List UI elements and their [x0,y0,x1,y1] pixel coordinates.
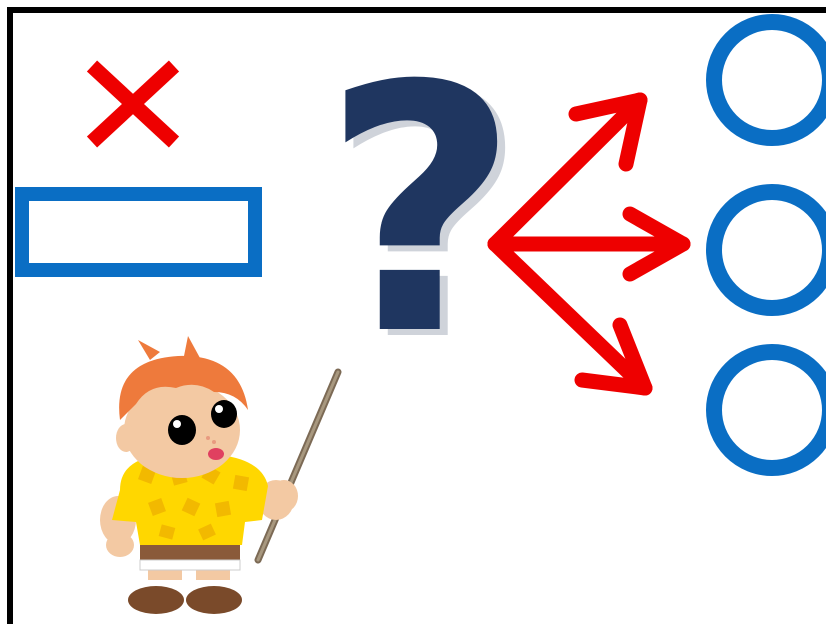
choice-circle-3 [714,352,826,468]
choice-circles [714,22,826,468]
choice-circle-2 [714,192,826,308]
blank-answer-box [22,194,255,270]
question-mark-icon: ? [322,42,519,382]
x-mark-icon [92,66,174,142]
choice-circle-1 [714,22,826,138]
teacher-boy-character [100,336,298,614]
